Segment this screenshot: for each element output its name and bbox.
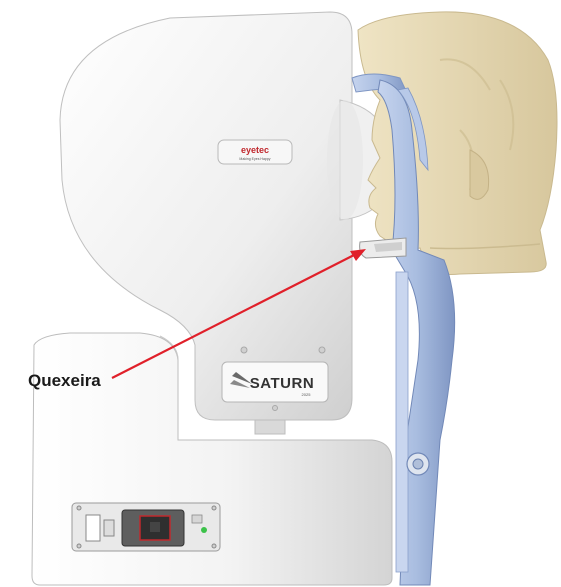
screw-icon [241, 347, 247, 353]
brand-logo-text: eyetec [241, 145, 269, 155]
head-model [358, 12, 557, 275]
screw-icon [212, 544, 216, 548]
port-panel [72, 503, 220, 551]
model-plate: SATURN 2025 [222, 362, 328, 402]
model-plate-subtext: 2025 [302, 392, 312, 397]
screw-icon [77, 544, 81, 548]
screw-icon [212, 506, 216, 510]
status-led-icon [201, 527, 207, 533]
screw-icon [319, 347, 325, 353]
callout-label: Quexeira [28, 371, 101, 391]
model-plate-text: SATURN [250, 375, 314, 392]
brand-logo-subtext: Making Eyes Happy [239, 157, 270, 161]
screw-icon [273, 406, 278, 411]
screw-icon [77, 506, 81, 510]
brand-badge: eyetec Making Eyes Happy [218, 140, 292, 164]
